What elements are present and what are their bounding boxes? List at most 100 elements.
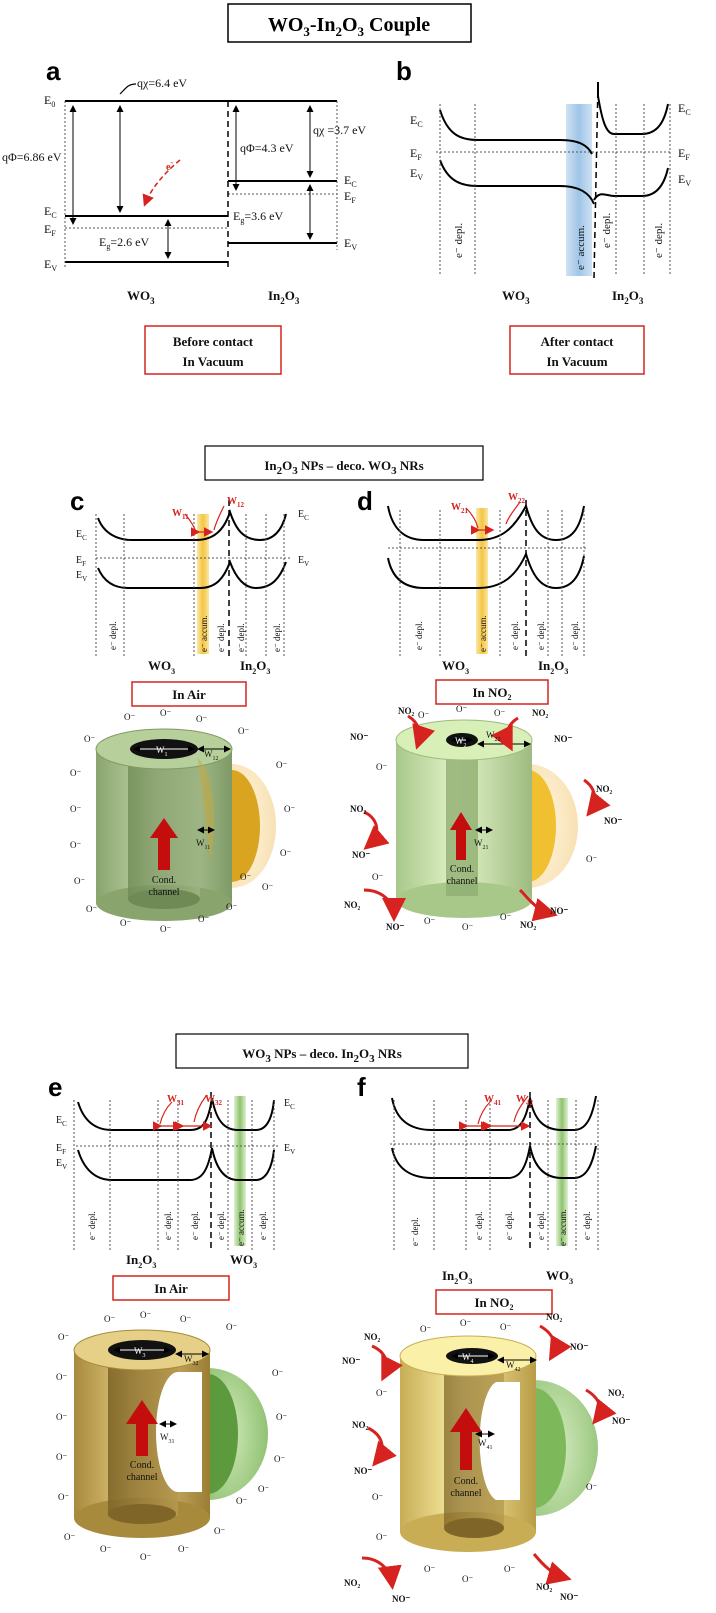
svg-text:O⁻: O⁻ — [58, 1492, 69, 1502]
svg-text:NO⁻: NO⁻ — [560, 1592, 579, 1602]
svg-text:NO⁻: NO⁻ — [570, 1342, 589, 1352]
svg-text:O⁻: O⁻ — [56, 1452, 67, 1462]
svg-text:O⁻: O⁻ — [274, 1454, 285, 1464]
panel-c-accum: e⁻ accum. — [199, 615, 209, 652]
oxygen-ion: O⁻ — [70, 768, 81, 778]
panel-f-nanorod-illustration — [361, 1324, 617, 1590]
svg-text:NO⁻: NO⁻ — [392, 1594, 411, 1604]
panel-e-env-label: In Air — [154, 1281, 188, 1296]
no-ion: NO⁻ — [604, 816, 623, 826]
oxygen-ion: O⁻ — [280, 848, 291, 858]
panel-e-depl-2: e⁻ depl. — [163, 1211, 173, 1240]
panel-e-ec-right: EC — [284, 1098, 295, 1111]
panel-a-condition-line1: Before contact — [173, 334, 254, 349]
oxygen-ion: O⁻ — [372, 872, 383, 882]
svg-text:O⁻: O⁻ — [236, 1496, 247, 1506]
qchi-wo3-label: qχ=6.4 eV — [137, 76, 187, 90]
svg-text:NO₂: NO₂ — [536, 1582, 553, 1592]
panel-e-w31-label: W31 — [167, 1094, 185, 1107]
no-ion: NO⁻ — [554, 734, 573, 744]
no2-molecule: NO₂ — [596, 784, 613, 794]
oxygen-ion: O⁻ — [240, 872, 251, 882]
in2o3-ec-label: EC — [344, 173, 357, 189]
in2o3-ev-label: EV — [344, 236, 357, 252]
panel-c-depl-3: e⁻ depl. — [236, 623, 246, 652]
section2-title-box — [204, 445, 484, 481]
panel-b-ef-left: EF — [410, 146, 422, 162]
panel-c-env-label: In Air — [172, 687, 206, 702]
svg-text:O⁻: O⁻ — [100, 1544, 111, 1554]
panel-c-depl-4: e⁻ depl. — [272, 623, 282, 652]
panel-c-env-box — [131, 681, 247, 707]
panel-d-w21-side-label: W21 — [474, 838, 489, 851]
svg-text:NO⁻: NO⁻ — [354, 1466, 373, 1476]
panel-f-depl-2: e⁻ depl. — [474, 1211, 484, 1240]
oxygen-ion: O⁻ — [226, 902, 237, 912]
oxygen-ion: O⁻ — [424, 916, 435, 926]
panel-e-in2o3-label: In2O3 — [126, 1252, 156, 1270]
panel-f-w41-side-label: W41 — [478, 1438, 493, 1451]
svg-text:O⁻: O⁻ — [214, 1526, 225, 1536]
panel-b-accum-label: e⁻ accum. — [575, 225, 587, 270]
panel-e-w32-label: W32 — [205, 1094, 223, 1107]
oxygen-ion: O⁻ — [376, 762, 387, 772]
panel-d-w2-label: W2 — [455, 736, 467, 749]
svg-text:O⁻: O⁻ — [500, 1322, 511, 1332]
panel-c-cond-line1: Cond. — [152, 875, 176, 886]
no2-molecule: NO₂ — [520, 920, 537, 930]
panel-d-cond-line1: Cond. — [450, 864, 474, 875]
panel-a-in2o3-label: In2O3 — [268, 288, 300, 306]
svg-text:O⁻: O⁻ — [178, 1544, 189, 1554]
title-box — [227, 3, 472, 43]
svg-text:NO₂: NO₂ — [352, 1420, 369, 1430]
panel-d-cond-line2: channel — [446, 876, 477, 887]
panel-c-ev — [97, 559, 287, 590]
panel-b-ec-left: EC — [410, 113, 423, 129]
svg-text:O⁻: O⁻ — [460, 1318, 471, 1328]
panel-e-accum: e⁻ accum. — [236, 1209, 246, 1246]
panel-c-ev-right: EV — [298, 555, 309, 568]
panel-e-band-diagram — [73, 1092, 278, 1250]
panel-d-w22-top-label: W22 — [486, 730, 501, 743]
panel-b-ef-right: EF — [678, 146, 690, 162]
panel-f-depl-1: e⁻ depl. — [410, 1217, 420, 1246]
panel-d-letter: d — [357, 486, 373, 516]
panel-b-ec-right: EC — [678, 101, 691, 117]
panel-b-condition-box — [509, 325, 645, 375]
svg-text:O⁻: O⁻ — [420, 1324, 431, 1334]
oxygen-ion: O⁻ — [160, 708, 171, 718]
no-ion: NO⁻ — [386, 922, 405, 932]
panel-d-env-label: In NO2 — [472, 685, 511, 702]
panel-e-w31-side-label: W31 — [160, 1432, 175, 1445]
panel-b-ev-right: EV — [678, 172, 691, 188]
panel-e-w3-label: W3 — [134, 1346, 146, 1359]
panel-f-w41-label: W41 — [484, 1094, 502, 1107]
wo3-ev-label: EV — [44, 257, 57, 273]
svg-text:O⁻: O⁻ — [424, 1564, 435, 1574]
panel-d-accum-region — [476, 508, 488, 654]
panel-d-wo3-label: WO3 — [442, 658, 469, 676]
svg-text:O⁻: O⁻ — [462, 1574, 473, 1584]
no2-molecule: NO₂ — [532, 708, 549, 718]
panel-c-nanorod-illustration — [95, 728, 276, 921]
panel-e-depl-5: e⁻ depl. — [258, 1211, 268, 1240]
svg-text:O⁻: O⁻ — [372, 1492, 383, 1502]
panel-b-wo3-label: WO3 — [502, 288, 530, 306]
svg-text:O⁻: O⁻ — [64, 1532, 75, 1542]
panel-d-accum: e⁻ accum. — [478, 615, 488, 652]
qphi-wo3-label: qΦ=6.86 eV — [2, 150, 62, 164]
electron-transfer-arrow — [142, 159, 181, 207]
panel-c-w11-side-label: W11 — [196, 838, 210, 851]
oxygen-ion: O⁻ — [160, 924, 171, 934]
eg-wo3-label: Eg=2.6 eV — [99, 235, 149, 251]
panel-c-ec-left: EC — [76, 529, 87, 542]
oxygen-ion: O⁻ — [262, 882, 273, 892]
panel-e-letter: e — [48, 1072, 62, 1102]
panel-b-condition-line1: After contact — [540, 334, 614, 349]
in2o3-np-core — [232, 770, 260, 882]
svg-text:O⁻: O⁻ — [504, 1564, 515, 1574]
panel-c-w12-top-label: W12 — [204, 749, 219, 762]
oxygen-ion: O⁻ — [86, 904, 97, 914]
panel-f-in2o3-label: In2O3 — [442, 1268, 472, 1286]
